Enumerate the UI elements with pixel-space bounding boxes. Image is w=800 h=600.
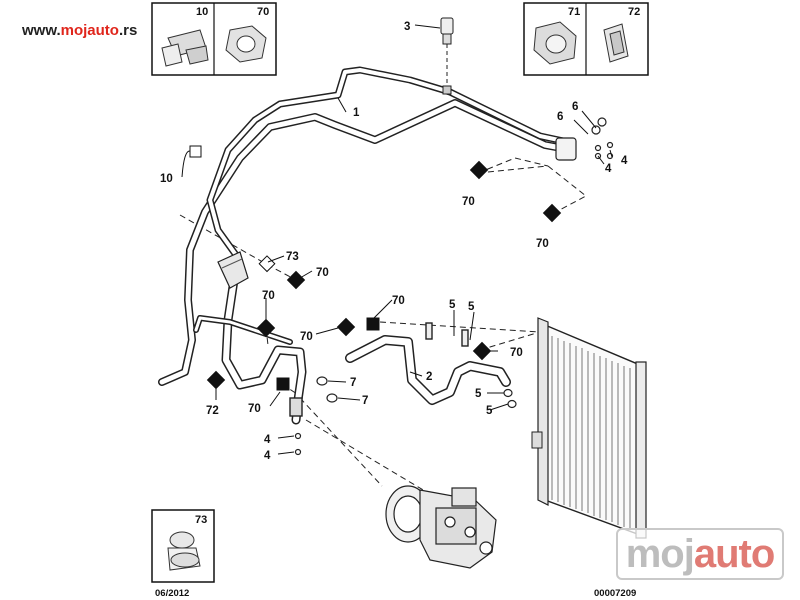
compressor <box>385 485 497 569</box>
label-leaders <box>181 24 613 455</box>
legend-number: 72 <box>628 6 640 18</box>
dashed-leaders <box>179 157 587 501</box>
label-70: 70 <box>536 238 549 250</box>
label-4: 4 <box>264 450 271 462</box>
callout-squares <box>189 145 562 391</box>
legend-box-73: 73 <box>151 509 215 583</box>
label-4: 4 <box>264 434 271 446</box>
label-70: 70 <box>248 403 261 415</box>
site-suffix: .rs <box>118 22 138 39</box>
legend-number: 73 <box>195 514 207 526</box>
label-4: 4 <box>621 155 628 167</box>
label-7: 7 <box>350 377 356 389</box>
legend-number: 70 <box>257 6 269 18</box>
watermark-part-b: auto <box>693 532 775 576</box>
label-70: 70 <box>316 267 329 279</box>
label-1: 1 <box>353 107 360 119</box>
label-70: 70 <box>262 290 275 302</box>
label-5: 5 <box>468 301 475 313</box>
plug-icon <box>167 531 201 571</box>
o-rings <box>294 376 517 456</box>
label-4: 4 <box>605 163 612 175</box>
legend-number: 71 <box>568 6 580 18</box>
footer-ref: 00007209 <box>594 588 637 599</box>
legend-number: 10 <box>196 6 208 18</box>
label-70: 70 <box>300 331 313 343</box>
site-url[interactable]: www.mojauto.rs <box>22 22 137 39</box>
flange-nut-icon <box>533 21 577 65</box>
label-5: 5 <box>486 405 493 417</box>
pipe-suction <box>193 275 307 425</box>
label-73: 73 <box>286 251 299 263</box>
label-3: 3 <box>404 21 410 33</box>
label-7: 7 <box>362 395 368 407</box>
muffler <box>217 251 249 289</box>
label-10: 10 <box>160 173 173 185</box>
bolts <box>289 322 469 417</box>
part-labels: 1 2 3 4 4 4 4 5 5 5 5 6 6 7 7 10 70 70 7… <box>160 21 628 462</box>
clip-nut-icon <box>603 23 629 63</box>
label-5: 5 <box>449 299 456 311</box>
site-prefix: www. <box>22 22 61 39</box>
legend-box-10-70: 10 70 <box>151 2 277 76</box>
watermark-part-a: moj <box>625 532 695 576</box>
watermark-logo: mojauto <box>616 528 784 580</box>
site-brand: mojauto <box>60 22 119 39</box>
label-5: 5 <box>475 388 482 400</box>
label-2: 2 <box>426 371 432 383</box>
label-6: 6 <box>557 111 563 123</box>
nut-icon <box>225 25 267 63</box>
label-72: 72 <box>206 405 219 417</box>
footer-date: 06/2012 <box>155 588 190 599</box>
fittings <box>555 117 614 161</box>
label-70: 70 <box>462 196 475 208</box>
label-70: 70 <box>510 347 523 359</box>
label-70: 70 <box>392 295 405 307</box>
legend-box-71-72: 71 72 <box>523 2 649 76</box>
label-6: 6 <box>572 101 578 113</box>
pressure-sensor <box>440 17 454 95</box>
pipe-2 <box>345 335 511 405</box>
clip-icon <box>161 29 209 67</box>
condenser <box>531 317 647 539</box>
